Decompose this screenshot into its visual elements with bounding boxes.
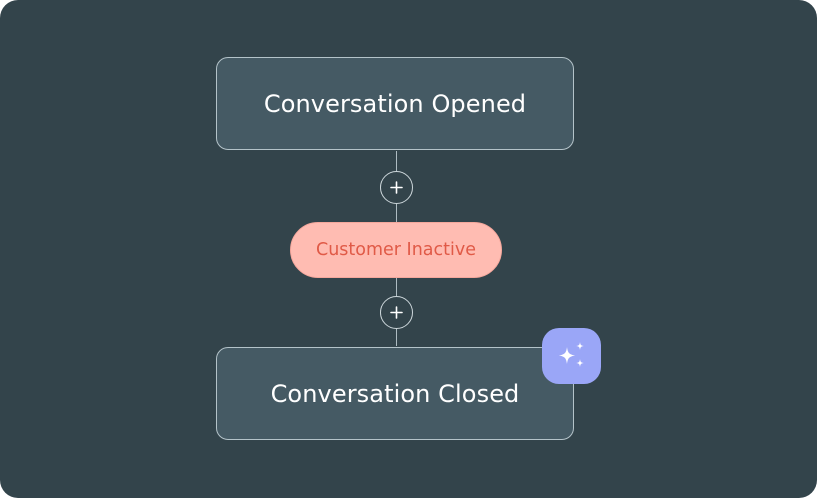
ai-badge[interactable] <box>542 328 601 384</box>
plus-icon <box>390 181 403 194</box>
step-card-conversation-opened[interactable]: Conversation Opened <box>216 57 574 150</box>
step-label: Conversation Opened <box>263 89 527 118</box>
plus-icon <box>390 306 403 319</box>
step-label: Conversation Closed <box>270 379 520 408</box>
add-step-button[interactable] <box>380 171 413 204</box>
connector-line <box>396 278 397 296</box>
connector-line <box>396 204 397 222</box>
connector-line <box>396 328 397 346</box>
sparkles-icon <box>558 342 584 367</box>
step-card-conversation-closed[interactable]: Conversation Closed <box>216 347 574 440</box>
connector-line <box>396 151 397 172</box>
condition-label: Customer Inactive <box>315 240 476 260</box>
condition-customer-inactive[interactable]: Customer Inactive <box>290 222 502 278</box>
add-step-button[interactable] <box>380 296 413 329</box>
